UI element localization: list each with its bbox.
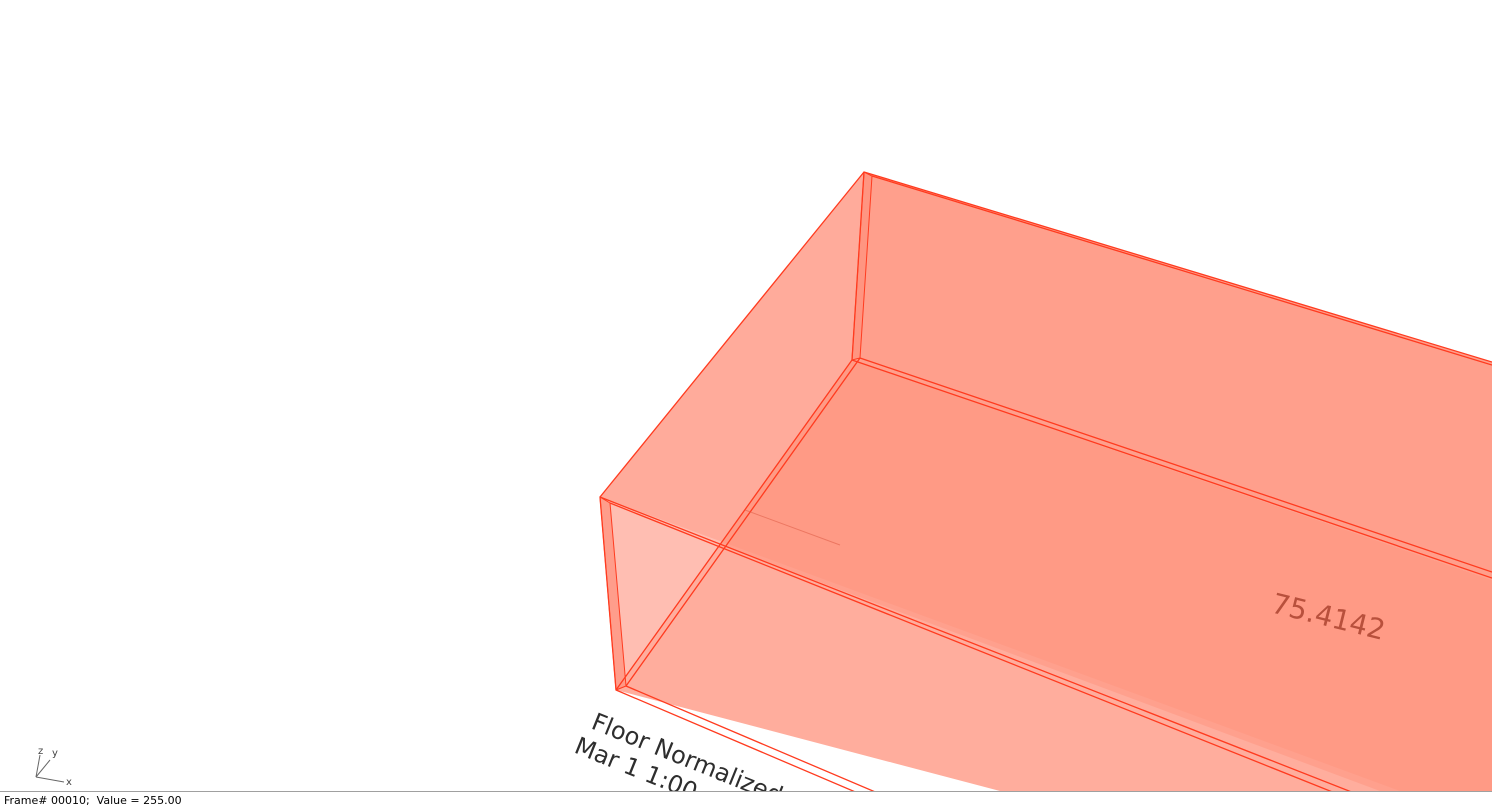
axis-gizmo bbox=[35, 754, 65, 783]
scene-canvas[interactable]: 75.4142 Floor Normalized H Mar 1 1:00 - … bbox=[0, 0, 1492, 791]
axis-x-label: x bbox=[66, 777, 72, 788]
room-edges bbox=[599, 171, 1492, 791]
status-text: Frame# 00010; Value = 255.00 bbox=[4, 794, 182, 807]
room-back-wall-face bbox=[852, 172, 1492, 580]
3d-viewport[interactable]: 75.4142 Floor Normalized H Mar 1 1:00 - … bbox=[0, 0, 1492, 791]
axis-y-label: y bbox=[52, 748, 58, 759]
room-overlap-region bbox=[720, 360, 1492, 791]
status-bar: Frame# 00010; Value = 255.00 bbox=[0, 791, 1492, 811]
axis-z-label: z bbox=[38, 746, 43, 757]
room-left-wall-face bbox=[600, 172, 864, 690]
room-interior-line bbox=[744, 509, 841, 546]
